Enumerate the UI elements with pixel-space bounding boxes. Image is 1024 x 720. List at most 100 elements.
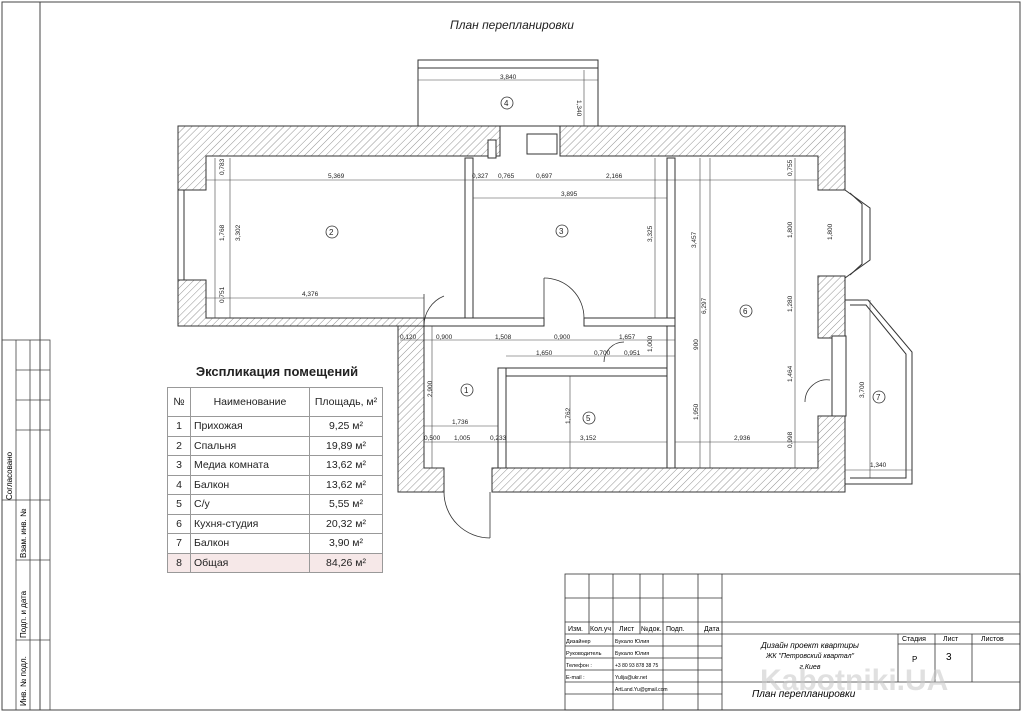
stamp-role: E-mail :	[566, 675, 585, 681]
doors	[423, 277, 831, 539]
dim-label: 0,998	[787, 431, 794, 448]
room-number: 7	[876, 393, 881, 402]
sheets-label: Листов	[981, 636, 1004, 643]
row-number: 2	[167, 435, 191, 456]
balcony-4	[417, 59, 599, 127]
header-area: Площадь, м²	[309, 387, 383, 417]
row-name: Общая	[190, 552, 310, 573]
row-name: Прихожая	[190, 416, 310, 437]
dim-label: 0,700	[594, 350, 611, 357]
dim-label: 3,840	[500, 74, 517, 81]
stamp-role: Руководитель	[566, 651, 602, 657]
row-number: 8	[167, 552, 191, 573]
dim-label: 1,340	[870, 462, 887, 469]
dim-label: 3,325	[647, 225, 654, 242]
dim-label: 0,783	[219, 158, 226, 175]
project-line: Дизайн проект квартиры	[760, 641, 859, 650]
row-number: 1	[167, 416, 191, 437]
dim-label: 1,650	[536, 350, 553, 357]
stage-label: Стадия	[902, 636, 926, 643]
dim-label: 3,152	[580, 435, 597, 442]
project-line: ЖК "Петровский квартал"	[765, 652, 855, 660]
row-area: 3,90 м²	[309, 533, 383, 554]
dim-label: 0,751	[219, 286, 226, 303]
room-number: 2	[329, 228, 334, 237]
room-number: 6	[743, 307, 748, 316]
row-name: Балкон	[190, 533, 310, 554]
dim-label: 0,697	[536, 173, 553, 180]
side-label: Согласовано	[5, 451, 14, 500]
header-name: Наименование	[190, 387, 310, 417]
dim-label: 1,508	[495, 334, 512, 341]
row-name: С/у	[190, 494, 310, 515]
dim-label: 5,369	[328, 173, 345, 180]
row-area: 19,89 м²	[309, 435, 383, 456]
side-label: Взам. инв. №	[19, 508, 28, 558]
stamp-name: Букало Юлия	[615, 639, 649, 645]
interior-walls	[423, 133, 676, 469]
dim-label: 1,800	[787, 221, 794, 238]
room-number: 5	[586, 414, 591, 423]
dim-label: 1,464	[787, 365, 794, 382]
stage-value: Р	[912, 655, 917, 664]
dim-label: 3,895	[561, 191, 578, 198]
dim-label: 0,900	[436, 334, 453, 341]
row-area: 84,26 м²	[309, 552, 383, 573]
row-number: 3	[167, 455, 191, 476]
dim-label: 1,005	[454, 435, 471, 442]
dim-label: 3,302	[235, 224, 242, 241]
row-area: 13,62 м²	[309, 455, 383, 476]
dim-label: 0,120	[400, 334, 417, 341]
stamp-role: Дизайнер	[566, 638, 591, 645]
dim-label: 1,950	[693, 403, 700, 420]
room-number: 1	[464, 386, 469, 395]
dim-label: 0,233	[490, 435, 507, 442]
stamp-name: Букало Юлия	[615, 651, 649, 657]
title-block	[564, 573, 1021, 711]
side-label: Подп. и дата	[19, 590, 28, 638]
dim-label: 0,951	[624, 350, 641, 357]
dim-label: 0,900	[554, 334, 571, 341]
dim-label: 0,500	[424, 435, 441, 442]
row-number: 4	[167, 474, 191, 495]
header-number: №	[167, 387, 191, 417]
row-number: 5	[167, 494, 191, 515]
dim-label: 900	[693, 339, 700, 350]
dim-label: 3,700	[859, 381, 866, 398]
dim-label: 2,900	[427, 380, 434, 397]
row-area: 13,62 м²	[309, 474, 383, 495]
bay-window-left	[177, 190, 185, 280]
dim-label: 1,000	[647, 335, 654, 352]
side-stamp-labels: Согласовано Взам. инв. № Подп. и дата Ин…	[5, 451, 28, 706]
dim-label: 1,762	[565, 407, 572, 424]
explication-table: Экспликация помещений № Наименование Пло…	[167, 364, 387, 573]
title-block-texts: Изм. Кол.уч Лист №док. Подп. Дата Дизайн…	[566, 626, 1004, 700]
stamp-role: Телефон :	[566, 663, 592, 669]
dim-label: 3,457	[691, 231, 698, 248]
dim-label: 1,657	[619, 334, 636, 341]
side-stamp	[1, 339, 51, 711]
watermark: Kabotniki.UA	[760, 664, 948, 697]
row-name: Балкон	[190, 474, 310, 495]
row-area: 9,25 м²	[309, 416, 383, 437]
stamp-col: №док.	[641, 626, 662, 633]
dim-label: 2,936	[734, 435, 751, 442]
plan-title: План перепланировки	[450, 18, 574, 32]
dim-label: 1,736	[452, 419, 469, 426]
room-markers	[325, 96, 886, 425]
dim-label: 6,297	[701, 297, 708, 314]
balcony-7	[831, 299, 913, 485]
row-area: 5,55 м²	[309, 494, 383, 515]
stamp-name: ArtLand.Yu@gmail.com	[615, 687, 668, 693]
row-name: Медиа комната	[190, 455, 310, 476]
row-number: 6	[167, 513, 191, 534]
row-name: Спальня	[190, 435, 310, 456]
stamp-col: Изм.	[568, 626, 583, 633]
dim-label: 2,166	[606, 173, 623, 180]
